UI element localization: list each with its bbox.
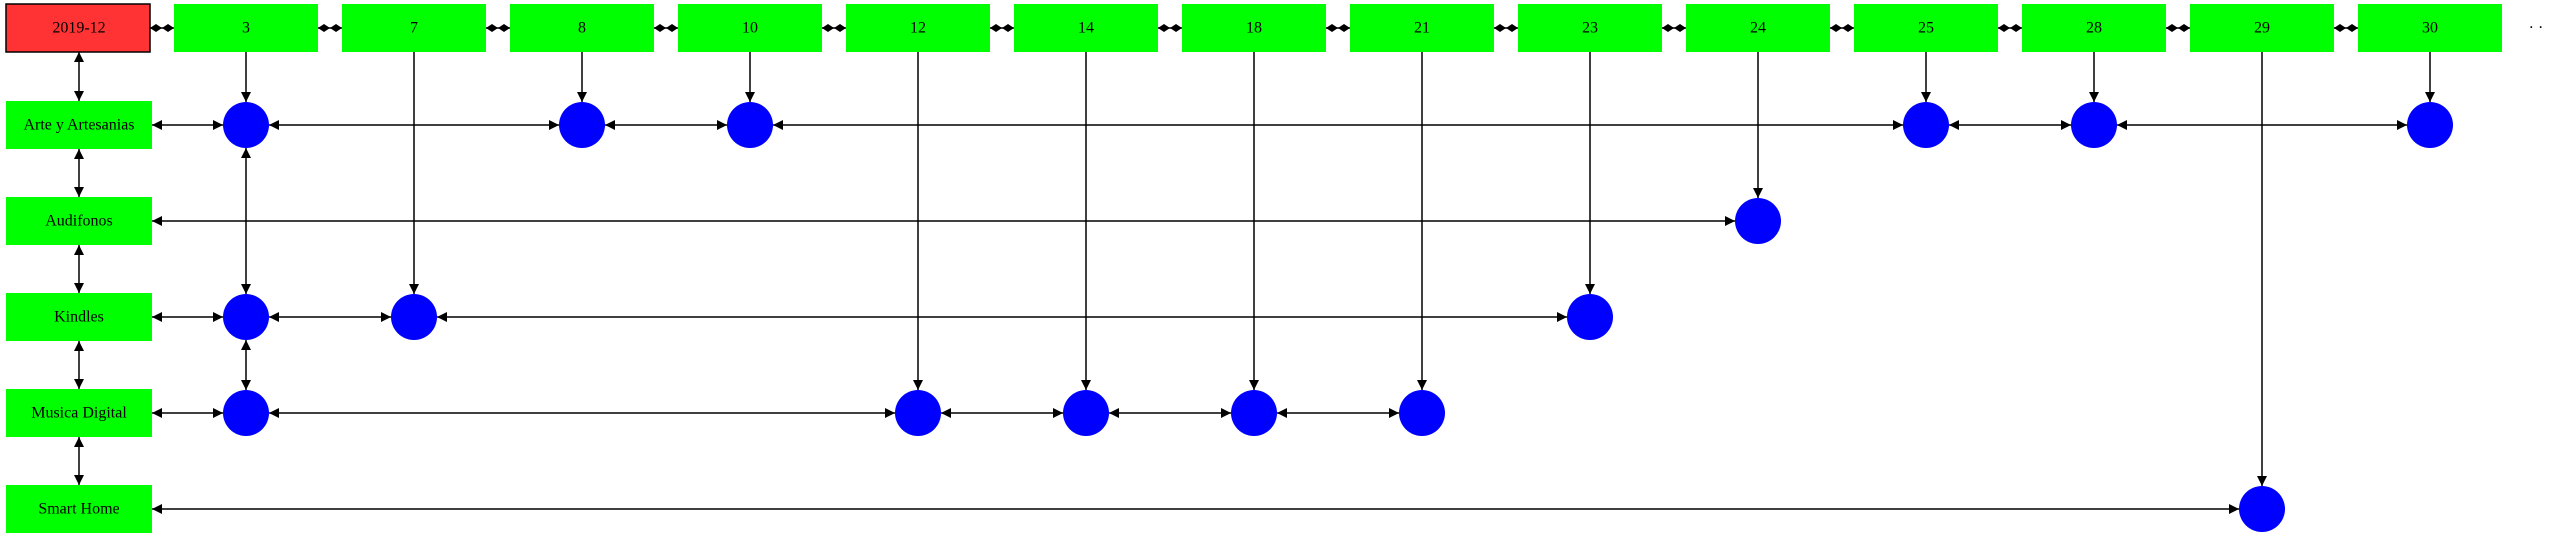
day-label: 25 (1918, 20, 1934, 37)
day-label: 3 (242, 20, 250, 37)
day-node (2190, 4, 2334, 52)
day-node (1518, 4, 1662, 52)
category-label: Musica Digital (31, 405, 127, 422)
nodes: 2019-12 3 7 8 10 12 14 18 21 23 24 25 28 29 30 · · Arte … (5, 3, 2544, 533)
edges (74, 24, 2435, 514)
day-label: 8 (578, 20, 586, 37)
day-label: 28 (2086, 20, 2102, 37)
day-node (2022, 4, 2166, 52)
event-dot (1399, 390, 1445, 436)
header-label: 2019-12 (52, 20, 105, 37)
day-node (1182, 4, 1326, 52)
day-node (2358, 4, 2502, 52)
event-dot (895, 390, 941, 436)
category-node (6, 101, 152, 149)
day-label: 10 (742, 20, 758, 37)
event-dot (727, 102, 773, 148)
day-label: 24 (1750, 20, 1766, 37)
day-node (1350, 4, 1494, 52)
day-node (1854, 4, 1998, 52)
event-dot (391, 294, 437, 340)
category-node (6, 197, 152, 245)
day-node (1014, 4, 1158, 52)
event-dot (2407, 102, 2453, 148)
category-label: Arte y Artesanias (23, 117, 134, 134)
event-dot (1735, 198, 1781, 244)
category-label: Smart Home (38, 501, 119, 518)
day-node (678, 4, 822, 52)
day-node (174, 4, 318, 52)
day-node (510, 4, 654, 52)
category-node (6, 389, 152, 437)
day-label: 18 (1246, 20, 1262, 37)
day-label: 29 (2254, 20, 2270, 37)
event-dot (1567, 294, 1613, 340)
day-node (846, 4, 990, 52)
event-dot (2071, 102, 2117, 148)
event-dot (223, 294, 269, 340)
event-dot (223, 102, 269, 148)
day-label: 23 (1582, 20, 1598, 37)
day-label: 21 (1414, 20, 1430, 37)
category-node (6, 293, 152, 341)
day-label: 7 (410, 20, 418, 37)
ellipsis: · · (2529, 20, 2544, 37)
day-node (1686, 4, 1830, 52)
day-label: 12 (910, 20, 926, 37)
event-dot (1063, 390, 1109, 436)
header-node (5, 3, 151, 53)
event-dot (559, 102, 605, 148)
event-dot (1903, 102, 1949, 148)
day-label: 30 (2422, 20, 2438, 37)
event-dot (223, 390, 269, 436)
day-node (342, 4, 486, 52)
event-dot (2239, 486, 2285, 532)
event-dot (1231, 390, 1277, 436)
category-node (6, 485, 152, 533)
day-label: 14 (1078, 20, 1094, 37)
category-label: Audifonos (45, 213, 113, 230)
category-label: Kindles (54, 309, 104, 326)
